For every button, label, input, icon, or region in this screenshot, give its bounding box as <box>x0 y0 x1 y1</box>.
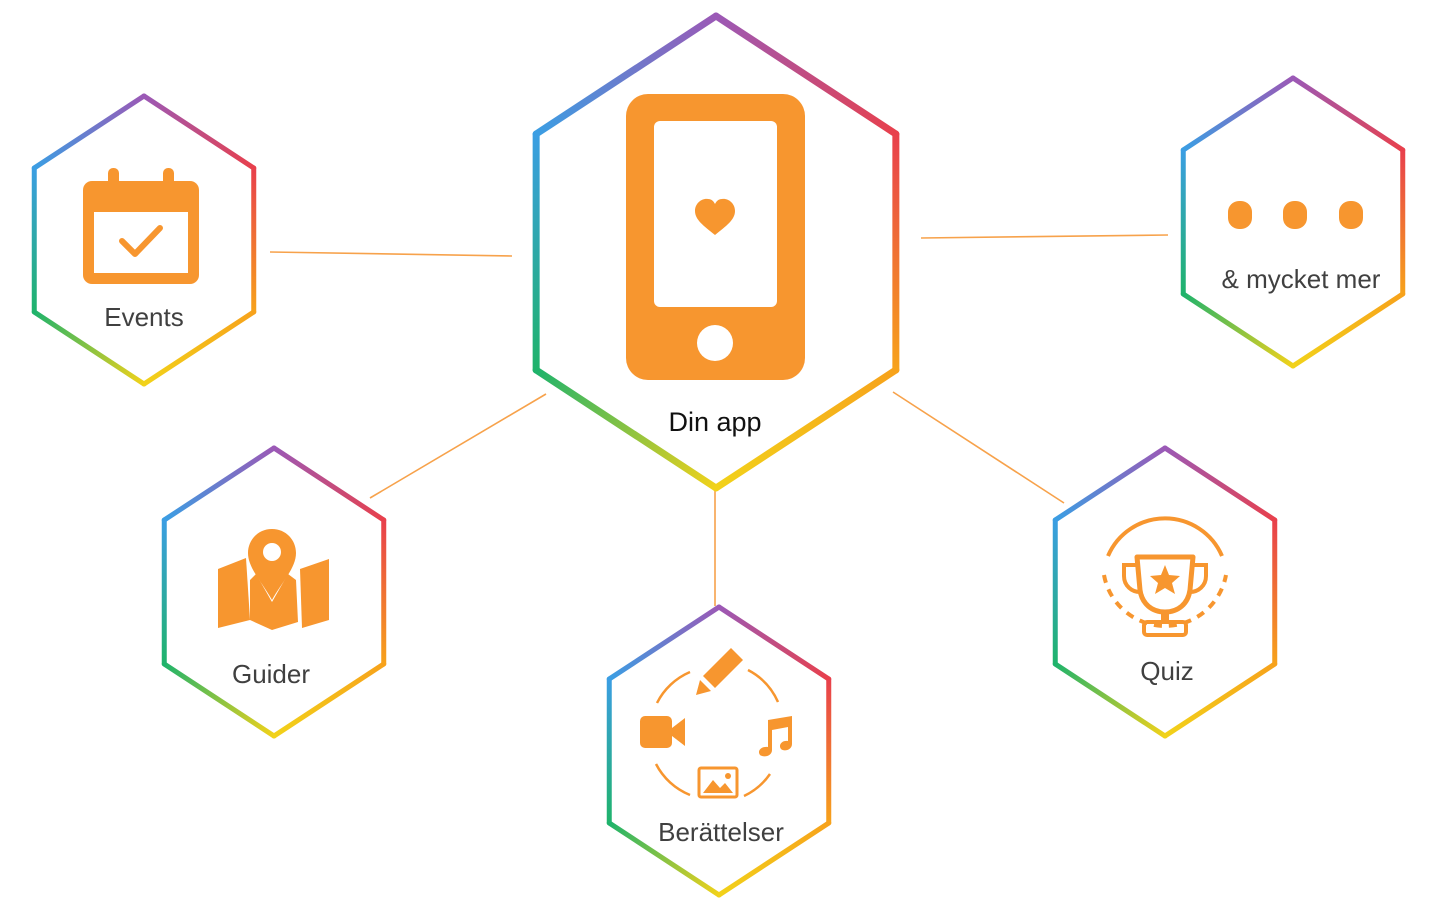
hex-more-edge <box>1290 291 1406 369</box>
events-label: Events <box>104 302 184 332</box>
hex-berattelser-edge <box>606 820 722 898</box>
hex-berattelser-edge <box>606 604 722 682</box>
hex-events-edge <box>141 93 257 171</box>
connector-guider <box>369 393 547 499</box>
ellipsis-icon <box>1228 201 1363 229</box>
hex-guider-edge <box>271 661 387 739</box>
hex-quiz-edge <box>1162 661 1278 739</box>
map-pin-icon <box>218 529 329 630</box>
video-camera-icon <box>640 716 685 748</box>
hex-more-edge <box>1290 75 1406 153</box>
guider-label: Guider <box>232 659 310 689</box>
hex-center-edge <box>532 12 720 138</box>
smartphone-heart-icon <box>626 94 805 380</box>
hex-center-edge <box>532 366 720 492</box>
calendar-check-icon <box>83 168 199 284</box>
center-node[interactable]: Din app <box>626 94 805 437</box>
node-quiz[interactable]: Quiz <box>1102 516 1228 686</box>
hex-center-edge <box>712 366 900 492</box>
hex-quiz-edge <box>1052 445 1168 523</box>
connector-quiz <box>892 391 1065 504</box>
hex-guider-edge <box>161 445 277 523</box>
hex-events-edge <box>31 309 147 387</box>
hex-guider-edge <box>161 661 277 739</box>
quiz-label: Quiz <box>1140 656 1193 686</box>
center-label: Din app <box>668 407 761 437</box>
hex-quiz <box>1052 445 1278 739</box>
node-events[interactable]: Events <box>83 168 199 332</box>
hex-events-edge <box>31 93 147 171</box>
hex-berattelser-fill <box>609 607 829 895</box>
hex-berattelser <box>606 604 832 898</box>
trophy-star-icon <box>1102 516 1228 637</box>
node-guider[interactable]: Guider <box>218 529 329 689</box>
hex-guider-edge <box>271 445 387 523</box>
connector-more <box>920 234 1169 239</box>
hex-center-edge <box>712 12 900 138</box>
hex-berattelser-edge <box>716 604 832 682</box>
music-note-icon <box>758 716 792 757</box>
media-cycle-icon <box>640 648 792 799</box>
berattelser-label: Berättelser <box>658 817 784 847</box>
pencil-icon <box>696 648 743 695</box>
hex-more-edge <box>1180 75 1296 153</box>
node-berattelser[interactable]: Berättelser <box>640 648 792 847</box>
node-more[interactable]: & mycket mer <box>1222 201 1381 294</box>
hex-quiz-fill <box>1055 448 1275 736</box>
more-label: & mycket mer <box>1222 264 1381 294</box>
connectors <box>269 234 1169 606</box>
hex-quiz-edge <box>1162 445 1278 523</box>
hex-berattelser-edge <box>716 820 832 898</box>
hex-more-edge <box>1180 291 1296 369</box>
hex-quiz-edge <box>1052 661 1168 739</box>
connector-events <box>269 251 513 257</box>
picture-icon <box>697 766 739 799</box>
hex-events-edge <box>141 309 257 387</box>
